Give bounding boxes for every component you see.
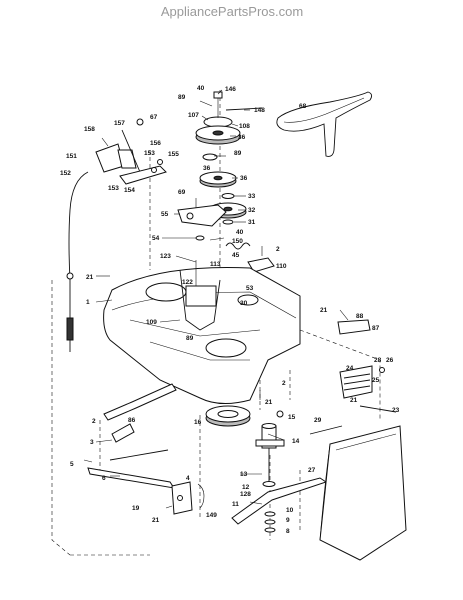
- spindle-and-blade: [231, 423, 328, 533]
- label-21: 21: [86, 274, 94, 281]
- label-14: 14: [292, 438, 300, 445]
- label-26: 26: [386, 357, 394, 364]
- label-2: 2: [276, 246, 280, 253]
- label-88: 88: [356, 313, 364, 320]
- label-150: 150: [232, 238, 243, 245]
- label-67: 67: [150, 114, 158, 121]
- label-108: 108: [239, 123, 250, 130]
- spindle-pulley-16: [205, 405, 284, 427]
- label-149: 149: [206, 512, 217, 519]
- label-54: 54: [152, 235, 160, 242]
- label-32: 32: [248, 207, 256, 214]
- label-15: 15: [288, 414, 296, 421]
- label-53: 53: [246, 285, 254, 292]
- control-cable-152: [66, 171, 89, 352]
- discharge-chute-27: [309, 425, 407, 561]
- label-36b: 36: [203, 165, 211, 172]
- label-45: 45: [232, 252, 240, 259]
- label-21e: 21: [152, 517, 160, 524]
- label-19: 19: [132, 505, 140, 512]
- label-154: 154: [124, 187, 135, 194]
- belt-68: [276, 91, 373, 157]
- watermark-text: AppliancePartsPros.com: [161, 4, 303, 19]
- mower-deck-housing: [103, 260, 301, 404]
- label-11: 11: [232, 501, 239, 508]
- label-8: 8: [286, 528, 290, 535]
- label-153: 153: [144, 150, 155, 157]
- label-155: 155: [168, 151, 179, 158]
- label-110: 110: [276, 263, 287, 270]
- top-pulley-stack: [195, 91, 263, 188]
- label-69: 69: [178, 189, 186, 196]
- label-29: 29: [314, 417, 322, 424]
- label-156: 156: [150, 140, 161, 147]
- callout-leaders: [83, 89, 285, 509]
- label-12: 12: [242, 484, 250, 491]
- label-23: 23: [392, 407, 400, 414]
- label-55: 55: [161, 211, 169, 218]
- label-4: 4: [186, 475, 190, 482]
- label-13: 13: [240, 471, 248, 478]
- label-27: 27: [308, 467, 316, 474]
- label-21c: 21: [350, 397, 358, 404]
- label-40b: 40: [236, 229, 244, 236]
- label-25: 25: [372, 377, 380, 384]
- label-5: 5: [70, 461, 74, 468]
- label-36c: 36: [240, 175, 248, 182]
- label-123: 123: [160, 253, 171, 260]
- label-2c: 2: [92, 418, 96, 425]
- label-9: 9: [286, 517, 290, 524]
- label-89: 89: [178, 94, 186, 101]
- label-16: 16: [194, 419, 202, 426]
- label-107: 107: [188, 112, 199, 119]
- label-146: 146: [225, 86, 236, 93]
- label-40: 40: [197, 85, 205, 92]
- idler-arm-55: [177, 198, 227, 241]
- label-68: 68: [299, 103, 307, 110]
- deck-bracket-87: [337, 309, 371, 335]
- part-number-labels: 146 40 89 148 68 107 108 36 89 158 157 6…: [60, 85, 400, 535]
- engagement-lever-assembly: [95, 118, 167, 185]
- deck-support-linkages: [87, 383, 205, 515]
- label-89b: 89: [234, 150, 242, 157]
- label-36: 36: [238, 134, 246, 141]
- label-21b: 21: [320, 307, 328, 314]
- label-109: 109: [146, 319, 157, 326]
- label-33: 33: [248, 193, 256, 200]
- label-86: 86: [128, 417, 136, 424]
- label-158: 158: [84, 126, 95, 133]
- label-152: 152: [60, 170, 71, 177]
- label-3: 3: [90, 439, 94, 446]
- label-21d: 21: [265, 399, 273, 406]
- label-128: 128: [240, 491, 251, 498]
- label-153b: 153: [108, 185, 119, 192]
- label-1: 1: [86, 299, 90, 306]
- label-10: 10: [286, 507, 294, 514]
- label-89c: 89: [186, 335, 194, 342]
- label-24: 24: [346, 365, 354, 372]
- label-6: 6: [102, 475, 106, 482]
- chute-hinge-bracket: [339, 365, 397, 413]
- label-87: 87: [372, 325, 380, 332]
- label-31: 31: [248, 219, 256, 226]
- label-113: 113: [210, 261, 221, 268]
- label-148: 148: [254, 107, 265, 114]
- label-151: 151: [66, 153, 77, 160]
- label-30: 30: [240, 300, 248, 307]
- label-157: 157: [114, 120, 125, 127]
- label-2b: 2: [282, 380, 286, 387]
- label-122: 122: [182, 279, 193, 286]
- label-28: 28: [374, 357, 382, 364]
